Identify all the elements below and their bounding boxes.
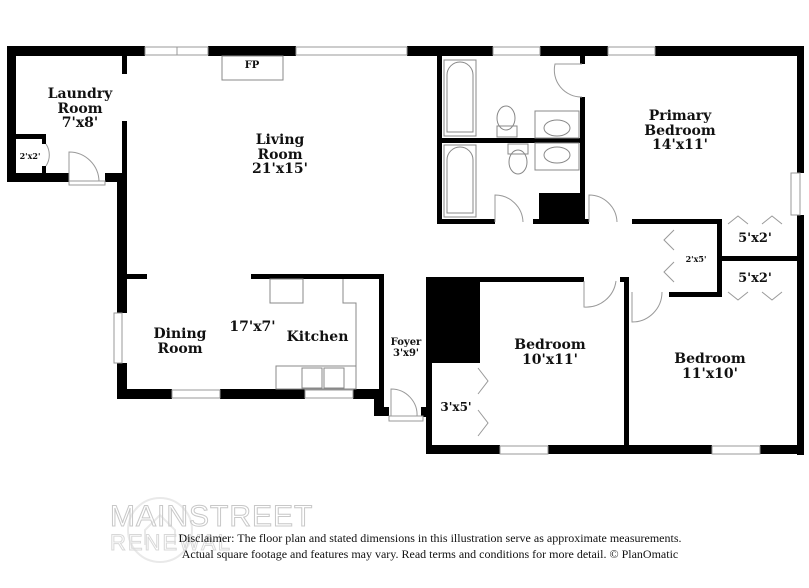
- windows: [113, 46, 801, 455]
- disclaimer-line-2: Actual square footage and features may v…: [181, 547, 679, 561]
- room-name: Foyer: [390, 337, 422, 348]
- disclaimer-line-1: Disclaimer: The floor plan and stated di…: [178, 531, 682, 545]
- room-dimensions: 3'x9': [392, 347, 419, 359]
- mainstreet-logo-icon: [127, 497, 193, 563]
- dining-kitchen-dimensions: 17'x7': [225, 320, 280, 335]
- room-dimensions: 3'x5': [440, 400, 472, 414]
- living-room-label: Living Room 21'x15': [240, 133, 320, 177]
- room-dimensions: 14'x11': [652, 137, 708, 154]
- room-name: Room: [157, 340, 203, 357]
- closet-a-label: 5'x2': [725, 232, 785, 246]
- room-dimensions: 21'x15': [252, 161, 308, 178]
- watermark-line1: MAINSTREET: [109, 500, 314, 534]
- bedroom-2-label: Bedroom 10'x11': [500, 338, 600, 367]
- foyer-label: Foyer 3'x9': [384, 337, 428, 359]
- room-name: Living: [255, 132, 305, 148]
- room-name: Primary: [648, 108, 712, 124]
- room-dimensions: 5'x2': [738, 271, 772, 286]
- room-name: Dining: [153, 326, 207, 342]
- disclaimer: Disclaimer: The floor plan and stated di…: [80, 530, 780, 562]
- closet-b-label: 5'x2': [725, 272, 785, 286]
- room-name: Bedroom: [644, 122, 716, 139]
- bedroom-2-closet-label: 3'x5': [436, 401, 476, 414]
- room-dimensions: 10'x11': [522, 351, 578, 368]
- room-name: Kitchen: [286, 329, 349, 345]
- dining-room-label: Dining Room: [145, 327, 215, 356]
- fireplace-text: FP: [244, 60, 260, 71]
- room-dimensions: 17'x7': [229, 319, 276, 335]
- hall-closet-label: 2'x5': [678, 254, 714, 264]
- room-name: Bedroom: [514, 337, 586, 353]
- room-dimensions: 11'x10': [682, 365, 738, 382]
- kitchen-label: Kitchen: [280, 330, 355, 345]
- room-dimensions: 2'x5': [685, 254, 707, 264]
- room-name: Room: [257, 146, 303, 163]
- primary-bedroom-label: Primary Bedroom 14'x11': [630, 109, 730, 153]
- room-dimensions: 5'x2': [738, 231, 772, 246]
- room-dimensions: 2'x2': [19, 151, 41, 161]
- room-name: Laundry: [47, 86, 113, 102]
- laundry-room-label: Laundry Room 7'x8': [35, 87, 125, 131]
- doors: [45, 63, 783, 437]
- room-name: Bedroom: [674, 351, 746, 367]
- fixtures: [221, 55, 580, 390]
- room-dimensions: 7'x8': [61, 115, 99, 132]
- watermark-line2: RENEWAL: [110, 530, 232, 556]
- bedroom-3-label: Bedroom 11'x10': [660, 352, 760, 381]
- fireplace-label: FP: [232, 60, 272, 72]
- room-name: Room: [57, 100, 103, 117]
- laundry-closet-label: 2'x2': [16, 151, 44, 161]
